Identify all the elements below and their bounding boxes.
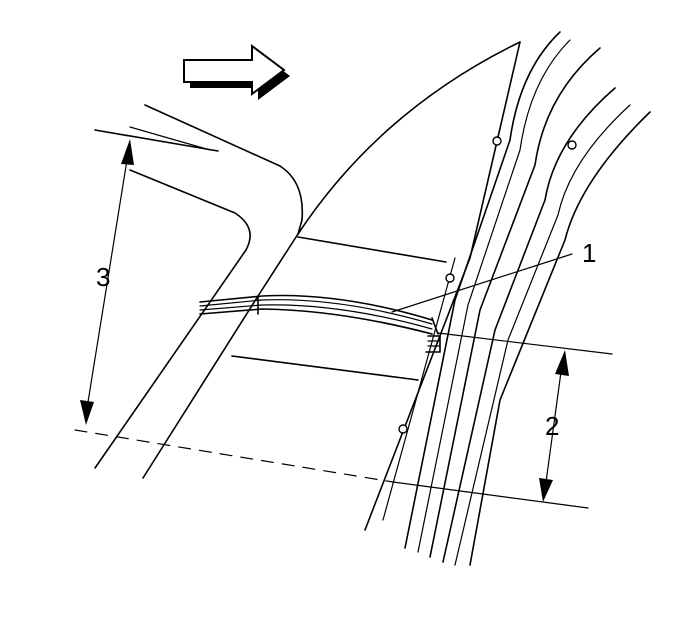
body-panel-line: [231, 355, 419, 381]
fastener-hole: [567, 140, 577, 150]
windshield-pillar: [297, 41, 521, 263]
dimension-arrow-3: [80, 139, 134, 425]
callout-1-leader: [391, 253, 573, 313]
reference-lines: [74, 332, 613, 509]
dimension-arrow-2: [539, 350, 569, 502]
arrow-right-icon: [183, 44, 290, 100]
fastener-hole: [445, 273, 455, 283]
fastener-hole: [492, 136, 502, 146]
callout-label-1: 1: [582, 238, 596, 268]
callout-label-3: 3: [96, 262, 110, 292]
roof-rail-channels: [364, 31, 651, 566]
fastener-holes: [398, 136, 577, 434]
callout-label-2: 2: [545, 411, 559, 441]
weatherstrip: [199, 294, 441, 353]
fastener-hole: [398, 424, 408, 434]
